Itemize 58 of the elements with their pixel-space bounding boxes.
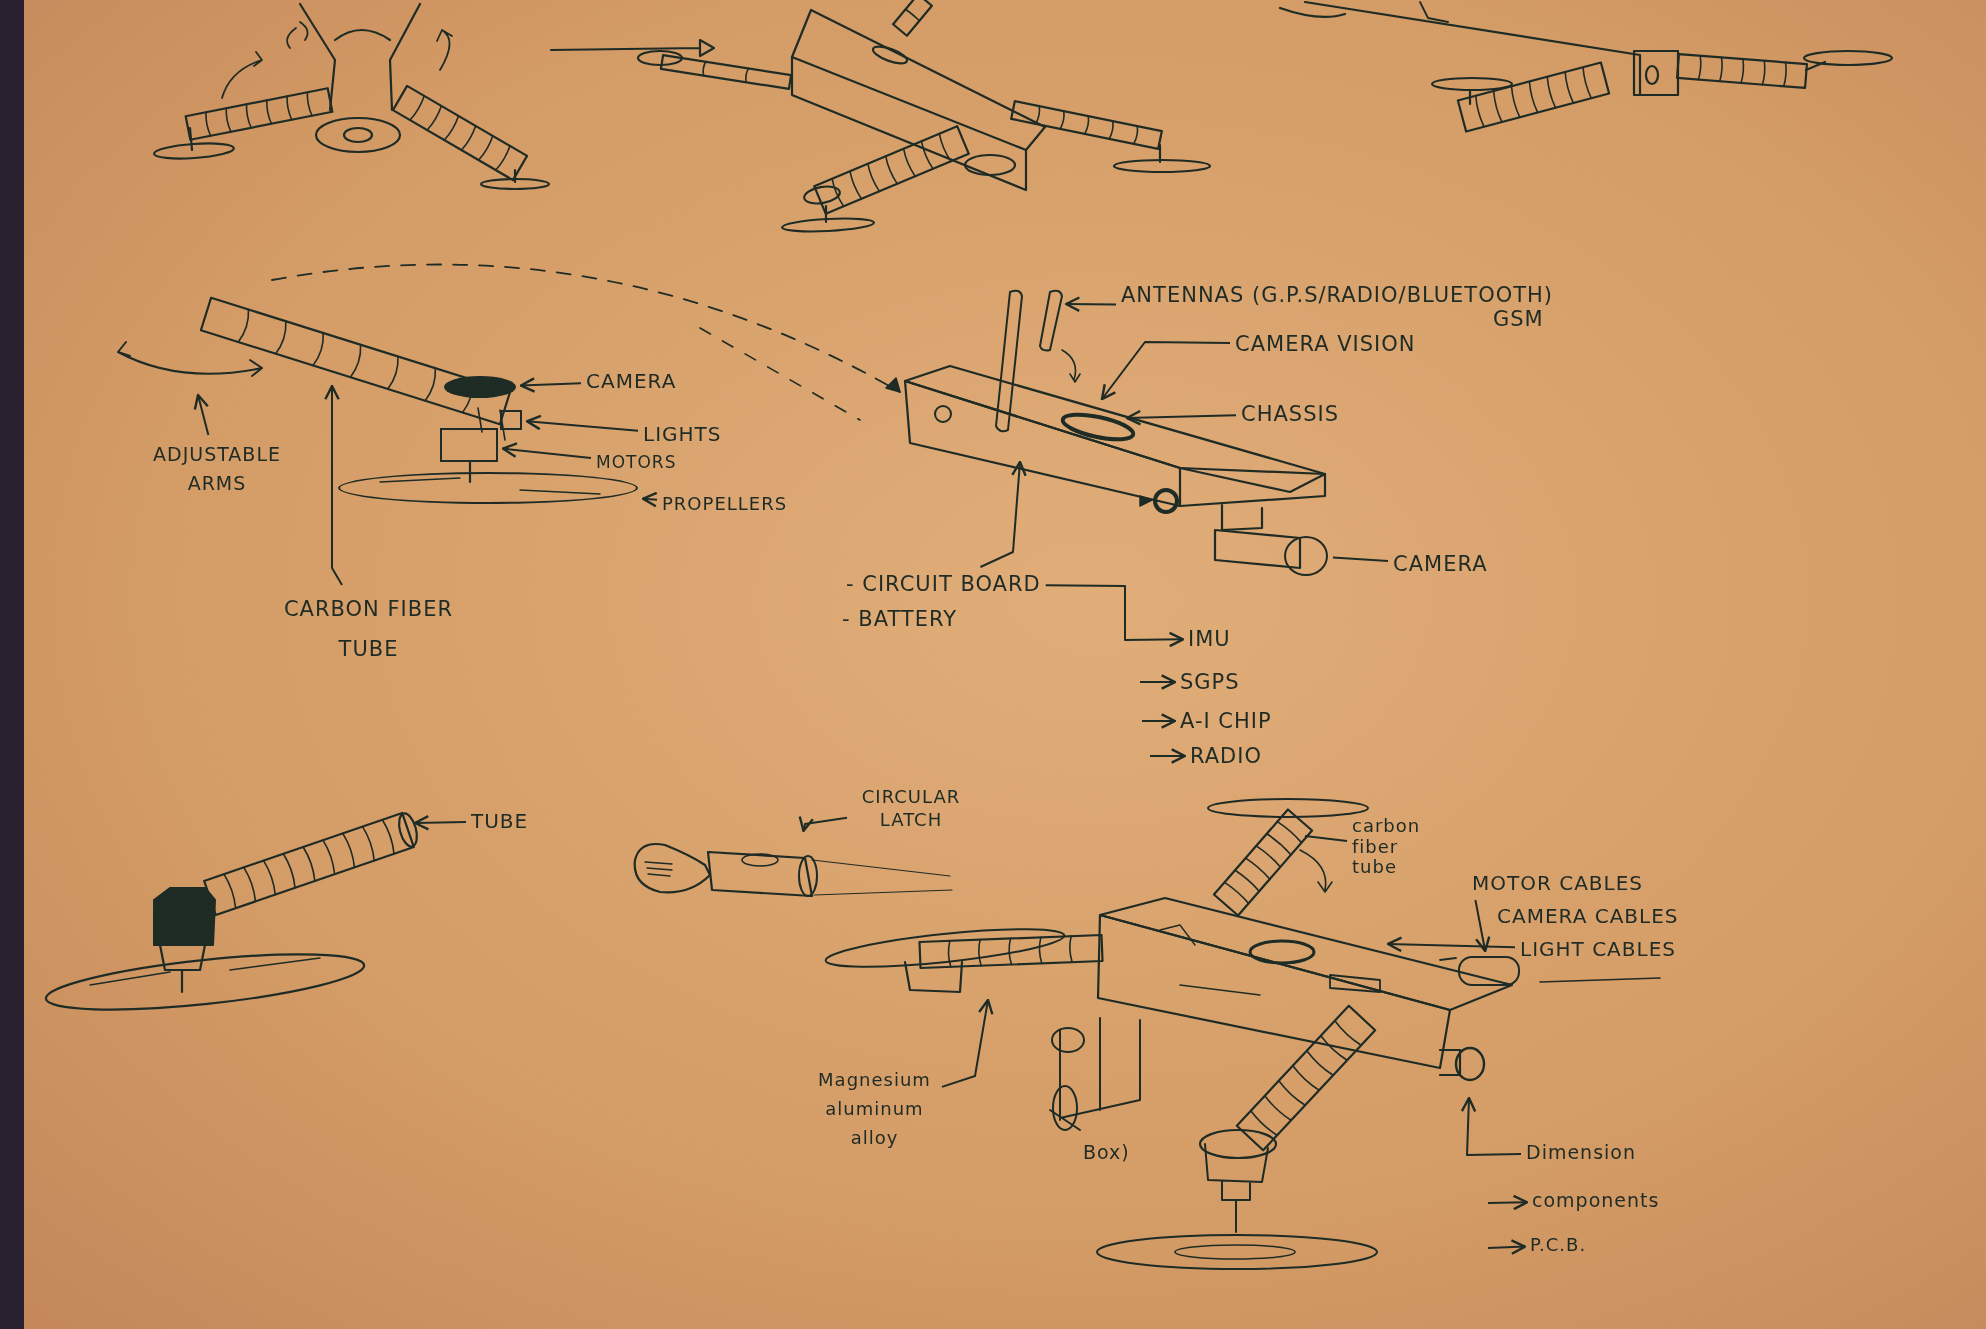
part-label: MOTOR CABLES <box>1472 872 1644 895</box>
part-label: Dimension <box>1526 1142 1636 1164</box>
leader-arrow <box>193 393 210 436</box>
leader-arrow <box>519 377 582 393</box>
part-label: PROPELLERS <box>662 494 788 515</box>
leader-arrow <box>941 998 994 1088</box>
part-label: MOTORS <box>596 453 677 473</box>
part-label: CAMERA <box>1393 552 1488 577</box>
part-label: RADIO <box>1190 744 1262 769</box>
leader-arrow <box>1386 936 1516 953</box>
part-label: A-I CHIP <box>1180 709 1272 734</box>
leader-arrow <box>1100 341 1231 401</box>
leader-arrow <box>1487 1194 1529 1211</box>
leader-arrow <box>1139 674 1177 690</box>
part-label: carbon fiber tube <box>1352 816 1422 879</box>
part-label: CAMERA CABLES <box>1497 905 1679 928</box>
part-label: SGPS <box>1180 670 1240 695</box>
camera-lens <box>1284 536 1328 576</box>
leader-arrow <box>641 491 658 508</box>
part-label: - BATTERY <box>842 607 958 632</box>
leader-arrow <box>1460 1096 1522 1156</box>
part-label: - CIRCUIT BOARD <box>846 572 1041 597</box>
part-label: IMU <box>1188 627 1231 652</box>
part-label: CHASSIS <box>1241 402 1339 427</box>
part-label: CAMERA <box>586 370 677 393</box>
part-label: ANTENNAS (G.P.S/RADIO/BLUETOOTH) <box>1121 283 1554 308</box>
cable-connector <box>1458 956 1520 986</box>
leader-arrow <box>979 460 1027 568</box>
leader-line <box>1332 556 1389 562</box>
leader-arrow <box>1474 899 1491 953</box>
part-label: CARBON FIBER TUBE <box>282 596 455 663</box>
part-label: ADJUSTABLE ARMS <box>152 442 282 496</box>
part-label: Box) <box>1083 1142 1130 1164</box>
propeller <box>338 472 638 504</box>
leader-arrow <box>413 814 467 831</box>
part-label: LIGHT CABLES <box>1520 938 1676 961</box>
part-label: CIRCULAR LATCH <box>860 786 962 831</box>
leader-arrow <box>1044 584 1185 648</box>
part-label: components <box>1532 1190 1660 1212</box>
leader-arrow <box>1125 409 1237 426</box>
leader-arrow <box>1064 296 1117 312</box>
part-label: Magnesium aluminum alloy <box>817 1068 932 1150</box>
part-label: CAMERA VISION <box>1235 332 1416 357</box>
leader-arrow <box>1487 1239 1527 1255</box>
leader-arrow <box>501 442 592 459</box>
part-label: GSM <box>1492 307 1545 332</box>
leader-arrow <box>525 414 639 432</box>
leader-line <box>1304 835 1348 842</box>
housing-box <box>500 410 522 430</box>
part-label: LIGHTS <box>643 423 722 446</box>
leader-arrow <box>798 815 848 833</box>
leader-arrow <box>1149 748 1187 764</box>
leader-arrow <box>1141 713 1177 729</box>
camera-lens <box>444 376 516 398</box>
part-label: TUBE <box>471 810 529 833</box>
part-label: P.C.B. <box>1530 1235 1587 1256</box>
housing-box <box>440 428 498 462</box>
leader-arrow <box>324 384 344 586</box>
